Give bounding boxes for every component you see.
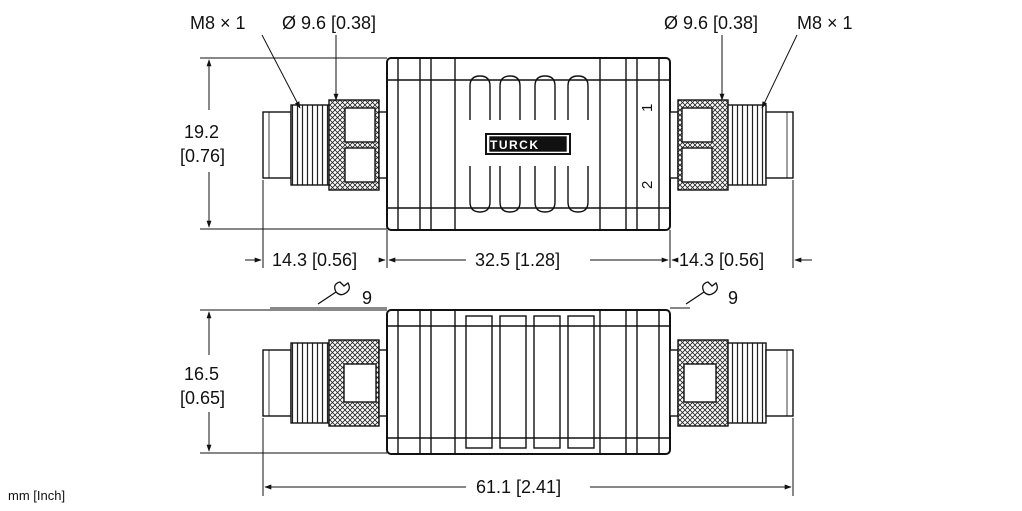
height-top-mm: 19.2 xyxy=(184,122,219,142)
height-bottom-dim xyxy=(200,309,387,454)
left-connector-bottom xyxy=(262,339,388,427)
dim-left-label: 14.3 [0.56] xyxy=(272,250,357,270)
wrench-right-size: 9 xyxy=(728,288,738,308)
top-view xyxy=(262,57,794,231)
port-1-label: 1 xyxy=(639,104,656,112)
horizontal-dims xyxy=(245,180,812,268)
wrench-icon xyxy=(317,281,350,305)
height-top-dim xyxy=(200,57,387,230)
height-bottom-in: [0.65] xyxy=(180,388,225,408)
housing-bottom xyxy=(386,309,671,455)
left-connector-top xyxy=(262,99,388,191)
height-top-in: [0.76] xyxy=(180,146,225,166)
right-connector-bottom xyxy=(669,339,794,427)
wrench-icon xyxy=(685,281,718,305)
top-leaders xyxy=(261,34,798,109)
diameter-left-label: Ø 9.6 [0.38] xyxy=(282,13,376,33)
right-connector-top xyxy=(669,99,794,191)
bottom-view xyxy=(262,309,794,455)
thread-right-label: M8 × 1 xyxy=(797,13,853,33)
thread-left-label: M8 × 1 xyxy=(190,13,246,33)
diameter-right-label: Ø 9.6 [0.38] xyxy=(664,13,758,33)
port-2-label: 2 xyxy=(639,181,656,189)
turck-logo: TURCK xyxy=(490,138,540,152)
height-bottom-mm: 16.5 xyxy=(184,364,219,384)
dim-center-label: 32.5 [1.28] xyxy=(475,250,560,270)
units-label: mm [Inch] xyxy=(8,488,65,503)
wrench-left-size: 9 xyxy=(362,288,372,308)
total-length-dim xyxy=(262,418,794,496)
dim-right-label: 14.3 [0.56] xyxy=(679,250,764,270)
total-length-label: 61.1 [2.41] xyxy=(476,477,561,497)
housing-top xyxy=(386,57,671,231)
